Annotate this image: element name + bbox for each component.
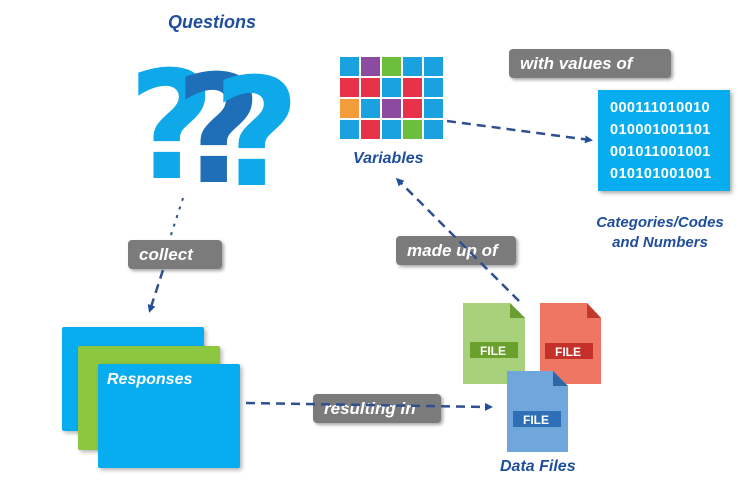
grid-cell bbox=[424, 78, 443, 97]
grid-cell bbox=[424, 120, 443, 139]
grid-cell bbox=[403, 99, 422, 118]
code-line: 000111010010 bbox=[610, 100, 710, 116]
grid-cell bbox=[340, 78, 359, 97]
grid-cell bbox=[424, 57, 443, 76]
grid-cell bbox=[403, 57, 422, 76]
grid-cell bbox=[382, 120, 401, 139]
categories-line1: Categories/Codes bbox=[596, 214, 724, 231]
file-icon-red bbox=[540, 303, 601, 384]
grid-cell bbox=[382, 99, 401, 118]
file-label-green: FILE bbox=[480, 344, 506, 358]
grid-cell bbox=[361, 120, 380, 139]
grid-cell bbox=[424, 99, 443, 118]
questions-label: Questions bbox=[168, 12, 257, 32]
grid-cell bbox=[361, 99, 380, 118]
collect-label: collect bbox=[128, 240, 222, 269]
variables-label: Variables bbox=[353, 150, 424, 167]
code-line: 001011001001 bbox=[610, 144, 711, 160]
code-line: 010001001101 bbox=[610, 122, 711, 138]
grid-cell bbox=[403, 120, 422, 139]
grid-cell bbox=[340, 99, 359, 118]
grid-cell bbox=[340, 120, 359, 139]
svg-text:?: ? bbox=[213, 47, 300, 221]
responses-label: Responses bbox=[107, 371, 193, 388]
data-files-label: Data Files bbox=[500, 458, 576, 475]
grid-cell bbox=[361, 57, 380, 76]
with-values-of-label: with values of bbox=[509, 49, 671, 78]
grid-cell bbox=[340, 57, 359, 76]
file-icon-blue bbox=[507, 371, 568, 452]
made-up-of-label: made up of bbox=[396, 236, 516, 265]
categories-label: Categories/Codes and Numbers bbox=[582, 213, 738, 253]
categories-line2: and Numbers bbox=[612, 234, 708, 251]
codes-box: 000111010010 010001001101 001011001001 0… bbox=[598, 90, 730, 191]
response-card-front bbox=[98, 364, 240, 468]
grid-cell bbox=[382, 57, 401, 76]
file-icon-green bbox=[463, 303, 525, 384]
resulting-in-label: resulting in bbox=[313, 394, 441, 423]
file-label-red: FILE bbox=[555, 345, 581, 359]
grid-cell bbox=[361, 78, 380, 97]
svg-text:?: ? bbox=[175, 44, 262, 218]
grid-cell bbox=[382, 78, 401, 97]
file-label-blue: FILE bbox=[523, 413, 549, 427]
svg-text:?: ? bbox=[128, 40, 215, 214]
code-line: 010101001001 bbox=[610, 166, 712, 182]
grid-cell bbox=[403, 78, 422, 97]
